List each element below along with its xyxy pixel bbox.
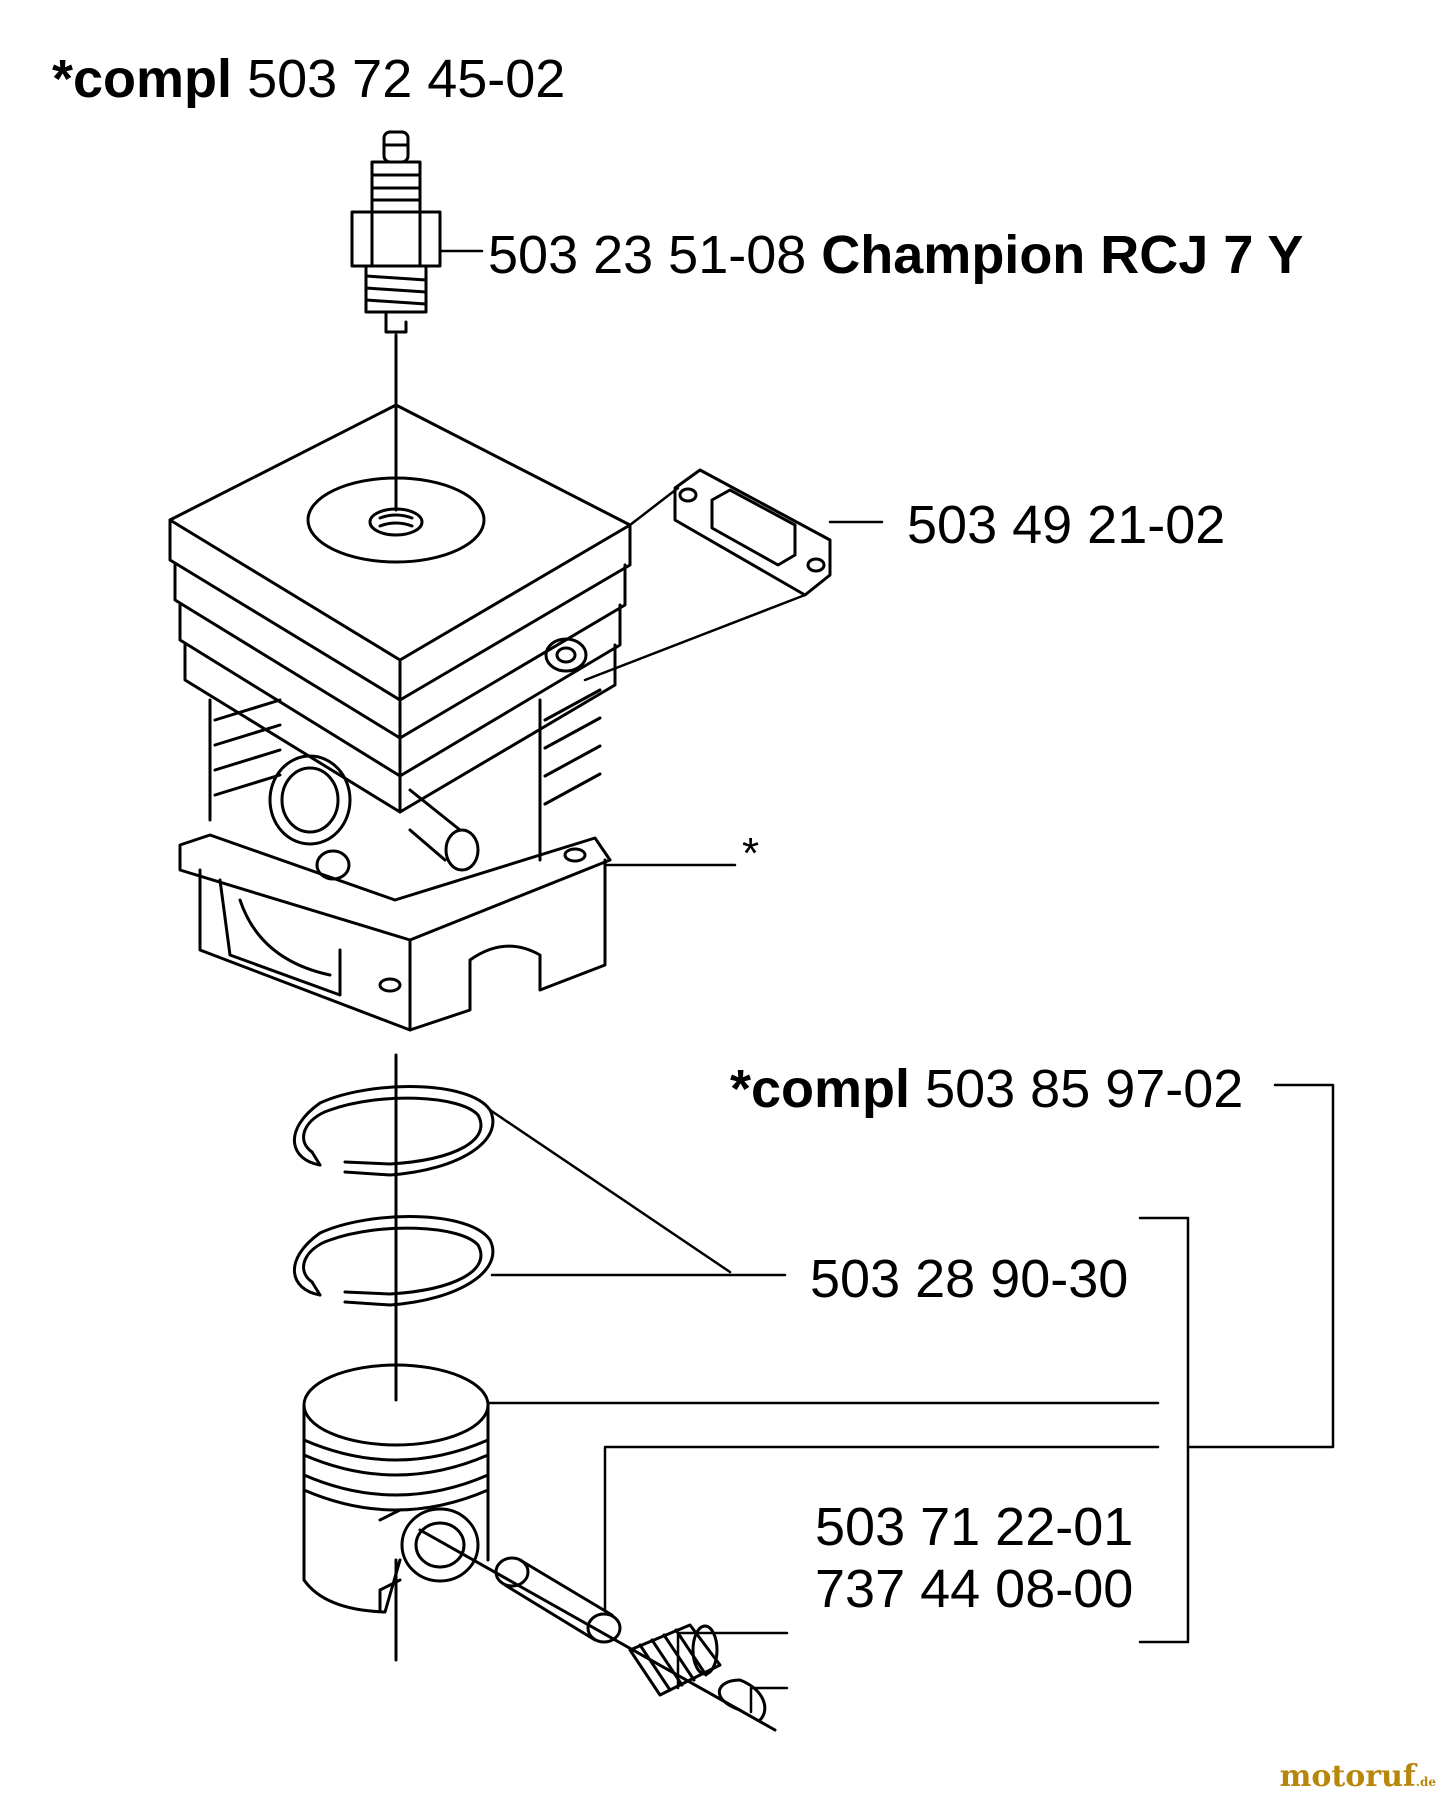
cylinder-kit-label: *compl 503 72 45-02 xyxy=(52,52,565,106)
circlip-drawing xyxy=(717,1678,767,1722)
circlip-label: 737 44 08-00 xyxy=(815,1562,1133,1616)
needle-bearing-number: 503 71 22-01 xyxy=(815,1497,1134,1557)
piston-ring-label: 503 28 90-30 xyxy=(810,1252,1128,1306)
wrist-pin-drawing xyxy=(494,1556,622,1644)
watermark-logo: motoruf.de xyxy=(1280,1759,1436,1794)
piston-ring-number: 503 28 90-30 xyxy=(810,1249,1129,1309)
cylinder-marker: * xyxy=(742,829,760,878)
needle-bearing-label: 503 71 22-01 xyxy=(815,1500,1133,1554)
cylinder-kit-prefix: *compl xyxy=(52,49,233,109)
piston-kit-prefix: *compl xyxy=(730,1059,911,1119)
spark-plug-type: Champion RCJ 7 Y xyxy=(821,225,1304,285)
cylinder-drawing xyxy=(168,403,632,1032)
needle-bearing-drawing xyxy=(628,1623,722,1697)
gasket-drawing xyxy=(673,468,832,597)
piston-drawing xyxy=(302,1363,490,1614)
gasket-label: 503 49 21-02 xyxy=(907,498,1225,552)
circlip-number: 737 44 08-00 xyxy=(815,1559,1134,1619)
piston-rings-drawing xyxy=(292,1085,495,1307)
gasket-number: 503 49 21-02 xyxy=(907,495,1226,555)
watermark-suffix: .de xyxy=(1415,1775,1436,1789)
watermark-brand: motoruf xyxy=(1279,1759,1416,1794)
spark-plug-label: 503 23 51-08 Champion RCJ 7 Y xyxy=(488,228,1303,282)
leader-lines xyxy=(438,249,1335,1714)
cylinder-kit-number: 503 72 45-02 xyxy=(247,49,566,109)
piston-kit-number: 503 85 97-02 xyxy=(925,1059,1244,1119)
piston-kit-label: *compl 503 85 97-02 xyxy=(730,1062,1243,1116)
spark-plug-drawing xyxy=(350,130,442,334)
spark-plug-number: 503 23 51-08 xyxy=(488,225,807,285)
pin-axis xyxy=(418,1528,777,1732)
